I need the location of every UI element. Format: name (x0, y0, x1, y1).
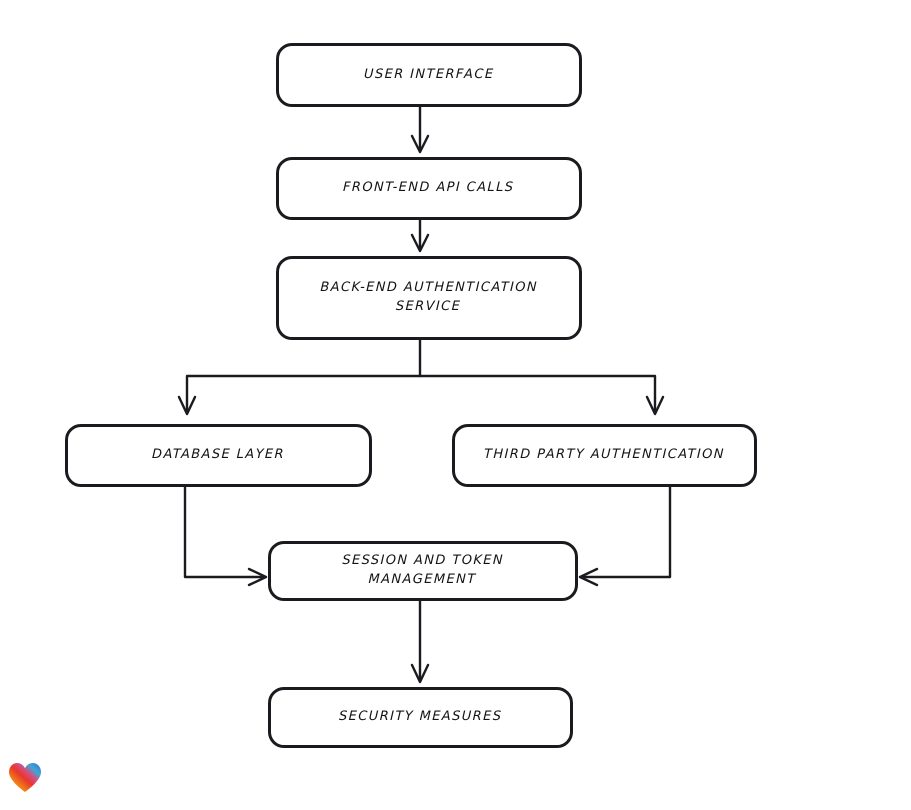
node-label-third-party-authentication: THIRD PARTY AUTHENTICATION (483, 447, 726, 463)
node-label-database-layer: DATABASE LAYER (151, 447, 286, 463)
node-session-and-token-management[interactable]: SESSION AND TOKEN MANAGEMENT (268, 541, 578, 601)
node-security-measures[interactable]: SECURITY MEASURES (268, 687, 573, 748)
node-third-party-authentication[interactable]: THIRD PARTY AUTHENTICATION (452, 424, 757, 487)
node-database-layer[interactable]: DATABASE LAYER (65, 424, 372, 487)
edge-database-to-session (183, 485, 264, 579)
node-label-front-end-api-calls: FRONT-END API CALLS (343, 180, 515, 196)
node-front-end-api-calls[interactable]: FRONT-END API CALLS (276, 157, 582, 220)
edge-backend-to-database (185, 338, 422, 412)
node-back-end-authentication-service[interactable]: BACK-END AUTHENTICATION SERVICE (276, 256, 582, 340)
arrowhead-thirdparty-to-session (578, 567, 599, 587)
arrowhead-frontend-to-backend (410, 233, 430, 253)
heart-icon (9, 763, 41, 792)
node-user-interface[interactable]: USER INTERFACE (276, 43, 582, 107)
node-label-session-and-token-management: SESSION AND TOKEN MANAGEMENT (342, 553, 505, 587)
node-label-user-interface: USER INTERFACE (363, 66, 495, 82)
arrowhead-session-to-security (410, 663, 430, 684)
edge-backend-to-thirdparty (418, 374, 657, 412)
arrowhead-ui-to-frontend (410, 134, 430, 154)
node-label-security-measures: SECURITY MEASURES (338, 709, 503, 725)
arrowhead-backend-to-thirdparty (645, 395, 665, 416)
node-label-back-end-authentication-service: BACK-END AUTHENTICATION SERVICE (320, 280, 539, 314)
arrowhead-backend-to-database (177, 395, 197, 416)
edge-thirdparty-to-session (582, 485, 672, 579)
arrowhead-database-to-session (247, 567, 268, 587)
